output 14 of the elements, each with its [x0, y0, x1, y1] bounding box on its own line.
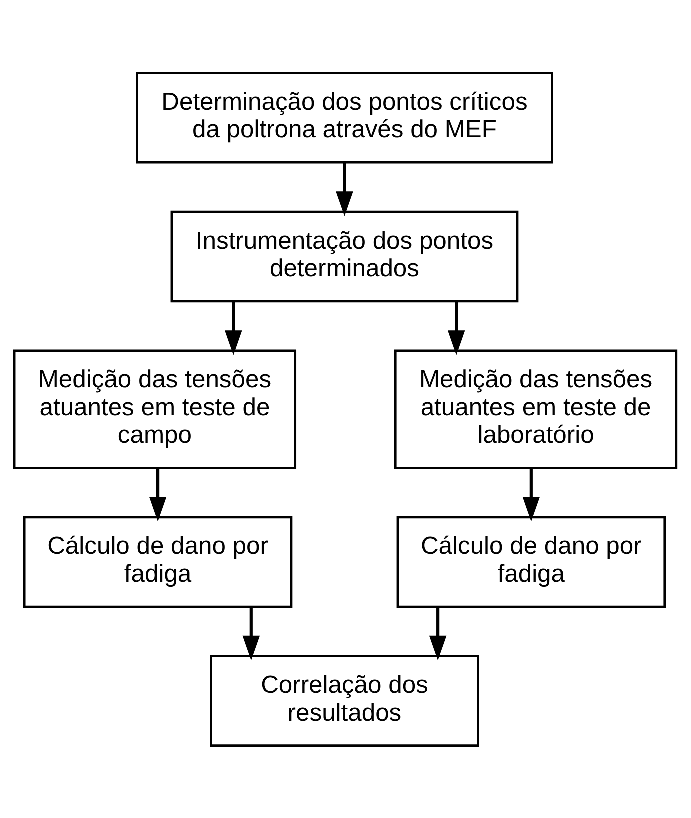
node-box: Cálculo de dano por fadiga: [396, 516, 666, 608]
arrow: [225, 301, 242, 355]
arrow: [149, 468, 167, 522]
node-box: Determinação dos pontos críticos da poltrona através do MEF: [136, 72, 554, 164]
arrow: [429, 607, 447, 660]
node-box: Correlação dos resultados: [210, 654, 480, 746]
arrow: [448, 301, 466, 355]
arrow: [336, 162, 354, 216]
arrow: [522, 468, 540, 522]
node-box: Medição das tensões atuantes em teste de laboratório: [394, 349, 678, 469]
node-box: Medição das tensões atuantes em teste de campo: [13, 349, 297, 469]
node-box: Cálculo de dano por fadiga: [23, 516, 293, 608]
arrow: [242, 607, 260, 660]
node-box: Instrumentação dos pontos determinados: [170, 210, 519, 302]
